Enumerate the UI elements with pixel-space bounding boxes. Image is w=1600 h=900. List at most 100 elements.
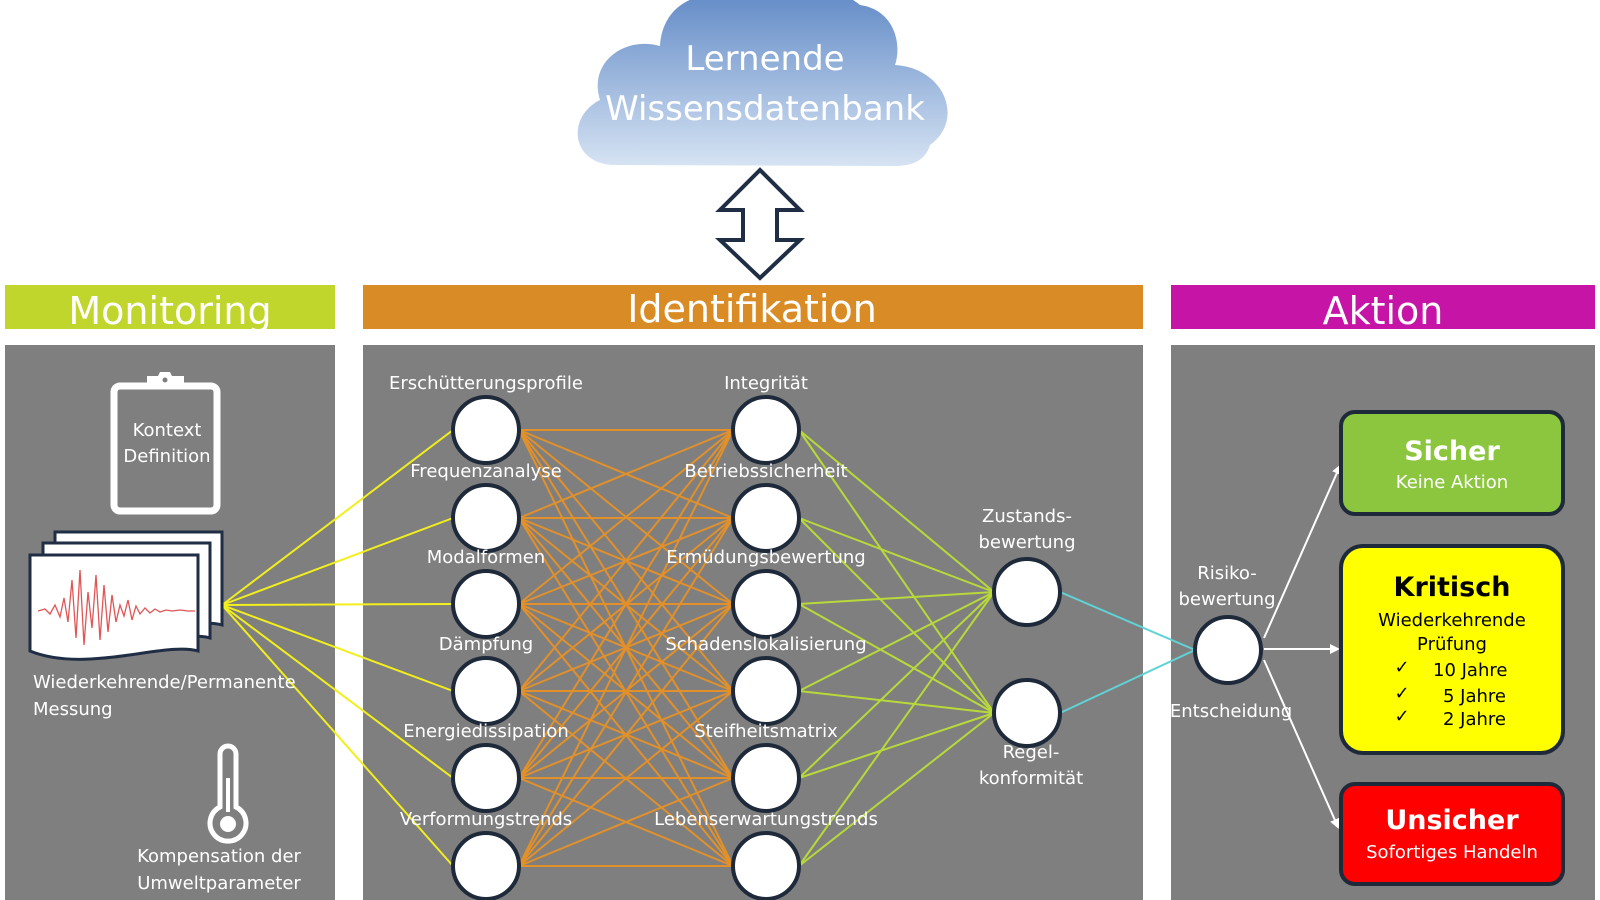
aktion-header: Aktion (1323, 289, 1444, 333)
clipboard-icon (110, 372, 221, 515)
network-connection-line (518, 603, 734, 867)
input-node (451, 483, 521, 553)
network-connection-line (798, 591, 995, 605)
hidden-node (731, 656, 801, 726)
sicher-box: Sicher Keine Aktion (1339, 410, 1565, 516)
cloud-title-line1: Lernende (685, 39, 844, 79)
network-connection-line (518, 517, 734, 867)
hidden-node (731, 483, 801, 553)
aktion-header-bar (1171, 285, 1595, 329)
messung-label-line2: Messung (33, 699, 113, 720)
network-connection-line (798, 712, 995, 779)
input-node (451, 656, 521, 726)
risiko-label-line1: Risiko- (1197, 563, 1257, 584)
cloud-title-line2: Wissensdatenbank (605, 89, 925, 129)
risk-connection-line (1059, 649, 1196, 714)
input-node-label: Frequenzanalyse (410, 461, 561, 482)
input-hidden-connections (518, 429, 734, 867)
kritisch-item-3: 2 Jahre (1443, 709, 1506, 730)
hidden-node (731, 831, 801, 900)
vibration-signal (37, 569, 195, 646)
risk-connection-line (1059, 591, 1196, 651)
network-connection-line (798, 517, 995, 714)
cloud-shape (577, 0, 948, 166)
regel-label-line2: konformität (979, 768, 1083, 789)
unsicher-box: Unsicher Sofortiges Handeln (1339, 782, 1565, 886)
network-connection-line (798, 591, 995, 779)
network-connection-line (518, 777, 734, 867)
kritisch-subtitle-line1: Wiederkehrende (1378, 610, 1526, 631)
network-connection-line (518, 429, 734, 605)
identifikation-header: Identifikation (627, 287, 877, 331)
kritisch-box: Kritisch Wiederkehrende Prüfung ✓ 10 Jah… (1339, 544, 1565, 755)
input-node-label: Verformungstrends (400, 809, 572, 830)
kontext-label-line1: Kontext (133, 420, 202, 441)
network-connection-line (518, 429, 734, 779)
monitoring-header-bar (5, 285, 335, 329)
kompensation-label-line1: Kompensation der (137, 846, 301, 867)
kontext-label-line2: Definition (123, 446, 210, 467)
network-connection-line (518, 429, 734, 519)
check-icon: ✓ (1394, 683, 1409, 704)
measurement-connection-line (221, 604, 454, 779)
input-node-label: Modalformen (427, 547, 545, 568)
thermometer-icon (207, 743, 249, 844)
risiko-node (1193, 615, 1263, 685)
input-node (451, 395, 521, 465)
kritisch-title: Kritisch (1394, 572, 1511, 603)
messung-label-line1: Wiederkehrende/Permanente (33, 672, 296, 693)
measurement-connection-line (221, 517, 454, 606)
arrow-to-sicher (1263, 464, 1342, 639)
input-node-label: Energiedissipation (403, 721, 569, 742)
measurement-documents-icon (28, 530, 224, 661)
network-connection-line (798, 591, 995, 867)
hidden-node-label: Schadenslokalisierung (665, 634, 866, 655)
network-connection-line (518, 429, 734, 867)
hidden-output-connections (798, 429, 995, 867)
hidden-node (731, 395, 801, 465)
network-connection-line (798, 429, 995, 593)
kritisch-item-2: 5 Jahre (1443, 686, 1506, 707)
kritisch-subtitle-line2: Prüfung (1417, 634, 1487, 655)
hidden-node (731, 569, 801, 639)
entscheidung-label: Entscheidung (1170, 701, 1292, 722)
monitoring-header: Monitoring (68, 289, 271, 333)
input-node (451, 569, 521, 639)
network-connection-line (798, 517, 995, 593)
hidden-node (731, 743, 801, 813)
bidirectional-arrow-icon (714, 167, 806, 281)
network-connection-line (518, 690, 734, 867)
network-connection-line (798, 603, 995, 714)
identifikation-header-bar (363, 285, 1143, 329)
hidden-node-label: Integrität (724, 373, 808, 394)
zustand-label-line2: bewertung (979, 532, 1076, 553)
measurement-connection-line (221, 603, 454, 606)
input-node-label: Dämpfung (439, 634, 533, 655)
measurement-connection-line (221, 429, 454, 606)
zustand-label-line1: Zustands- (982, 506, 1072, 527)
regel-label-line1: Regel- (1003, 742, 1060, 763)
sicher-subtitle: Keine Aktion (1396, 472, 1508, 493)
network-connection-line (798, 690, 995, 714)
output-risk-connections (1059, 591, 1196, 714)
hidden-node-label: Steifheitsmatrix (694, 721, 838, 742)
hidden-node-label: Betriebssicherheit (684, 461, 847, 482)
knowledge-base-cloud: Lernende Wissensdatenbank (577, 0, 948, 166)
risiko-label-line2: bewertung (1179, 589, 1276, 610)
unsicher-title: Unsicher (1385, 805, 1519, 836)
check-icon: ✓ (1394, 657, 1409, 678)
arrow-to-unsicher (1263, 659, 1340, 829)
measurement-connection-line (221, 604, 454, 692)
hidden-node-label: Lebenserwartungstrends (654, 809, 878, 830)
hidden-node-label: Ermüdungsbewertung (666, 547, 865, 568)
network-connection-line (518, 429, 734, 692)
zustand-node (992, 557, 1062, 627)
kompensation-label-line2: Umweltparameter (137, 873, 301, 894)
measurement-connection-line (221, 604, 454, 867)
regel-node (992, 678, 1062, 748)
network-connection-line (798, 591, 995, 692)
input-node (451, 831, 521, 900)
kritisch-item-1: 10 Jahre (1433, 660, 1507, 681)
